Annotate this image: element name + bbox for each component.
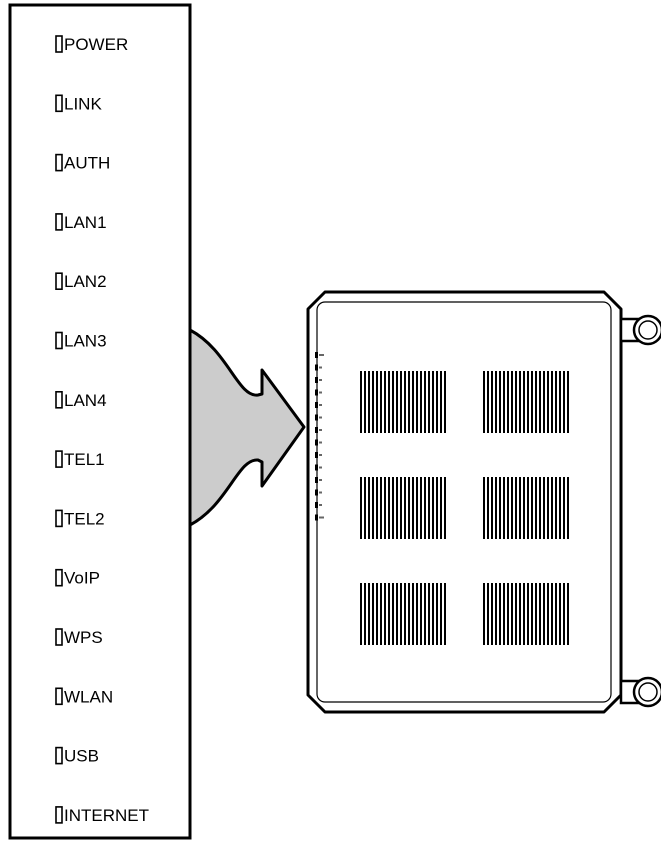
led-item-wps: WPS — [55, 628, 103, 647]
led-list: POWER LINK AUTH LAN1LAN2LAN3LAN4TEL1TEL2VoI… — [55, 35, 149, 825]
router-led-dot — [315, 427, 318, 433]
led-indicator-icon — [55, 35, 63, 53]
led-label: TEL1 — [64, 450, 105, 469]
led-indicator-icon — [55, 687, 63, 706]
led-item-lan1: LAN1 — [55, 213, 107, 232]
led-item-lan3: LAN3 — [55, 331, 107, 351]
router-device — [306, 290, 661, 714]
ventilation-grilles — [360, 371, 569, 645]
router-led-text-mark — [319, 454, 322, 456]
router-led-column — [315, 352, 324, 521]
led-indicator-icon — [55, 153, 63, 172]
led-indicator-icon — [55, 390, 63, 409]
router-led-dot — [315, 414, 318, 421]
led-label: VoIP — [64, 569, 100, 588]
led-indicator-icon — [55, 331, 63, 350]
led-item-internet: INTERNET — [55, 806, 149, 825]
led-label: USB — [64, 747, 99, 766]
router-led-dot — [315, 502, 318, 508]
led-label: WLAN — [64, 687, 113, 706]
router-led-text-mark — [319, 366, 322, 369]
led-indicator-icon — [55, 272, 63, 291]
router-led-dot — [315, 439, 318, 446]
led-item-voip: VoIP — [55, 568, 100, 588]
router-led-text-mark — [319, 466, 322, 469]
antenna-connector-bottom — [619, 676, 661, 708]
router-led-dot — [315, 377, 318, 383]
led-label: LAN4 — [64, 391, 107, 410]
router-outer-body — [306, 290, 623, 714]
led-label: LAN3 — [64, 332, 107, 351]
router-led-text-mark — [319, 354, 324, 356]
led-indicator-icon — [55, 628, 63, 646]
vent-grille — [360, 371, 446, 433]
led-item-usb: USB — [55, 746, 99, 766]
led-indicator-icon — [55, 806, 63, 824]
led-label: LAN2 — [64, 272, 107, 291]
led-item-lan2: LAN2 — [55, 272, 107, 291]
router-led-text-mark — [319, 379, 322, 381]
router-led-dot — [315, 402, 318, 408]
led-label: AUTH — [64, 154, 110, 173]
router-led-dot — [315, 464, 318, 471]
router-led-dot — [315, 514, 318, 521]
router-led-text-mark — [319, 516, 324, 519]
vent-grille — [483, 477, 569, 539]
router-led-dot — [315, 452, 318, 458]
led-item-tel1: TEL1 — [55, 450, 105, 469]
led-item-tel2: TEL2 — [55, 509, 105, 528]
router-led-text-mark — [319, 416, 322, 419]
router-led-dot — [315, 489, 318, 496]
router-led-dot — [315, 364, 318, 371]
router-led-dot — [315, 389, 318, 396]
led-indicator-icon — [55, 568, 63, 587]
led-item-power: POWER — [55, 35, 128, 54]
led-indicator-icon — [55, 746, 63, 765]
vent-grille — [360, 583, 446, 645]
led-label: LINK — [64, 94, 102, 113]
led-label: LAN1 — [64, 213, 107, 232]
led-item-link: LINK — [55, 94, 102, 113]
callout-arrow — [188, 328, 306, 527]
led-indicator-icon — [55, 213, 63, 231]
led-label: POWER — [64, 35, 128, 54]
router-led-text-mark — [319, 391, 322, 394]
led-label: TEL2 — [64, 509, 105, 528]
router-led-text-mark — [319, 404, 322, 406]
led-panel — [8, 3, 192, 840]
led-label: WPS — [64, 628, 103, 647]
led-item-auth: AUTH — [55, 153, 110, 173]
router-led-text-mark — [319, 504, 322, 506]
led-item-lan4: LAN4 — [55, 390, 107, 410]
led-indicator-icon — [55, 94, 63, 113]
led-item-wlan: WLAN — [55, 687, 113, 706]
router-led-text-mark — [319, 491, 322, 494]
led-label: INTERNET — [64, 806, 149, 825]
vent-grille — [360, 477, 446, 539]
vent-grille — [483, 583, 569, 645]
router-led-text-mark — [319, 429, 322, 431]
vent-grille — [483, 371, 569, 433]
antenna-connector-top — [619, 314, 661, 346]
router-led-dot — [315, 477, 318, 483]
router-led-text-mark — [319, 441, 322, 444]
led-indicator-icon — [55, 450, 63, 468]
led-indicator-icon — [55, 509, 63, 528]
router-led-text-mark — [319, 479, 322, 481]
router-led-dot — [315, 352, 318, 358]
